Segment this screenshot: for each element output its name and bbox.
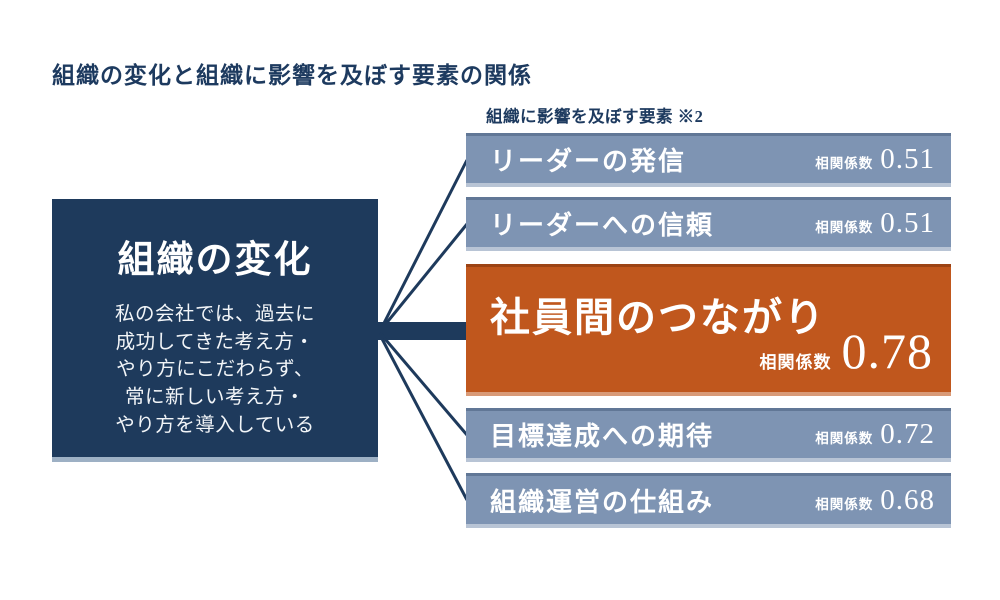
coefficient-group: 相関係数 0.78 — [760, 322, 934, 380]
coefficient-value: 0.51 — [880, 207, 935, 239]
description-line: 成功してきた考え方・ — [115, 331, 315, 353]
coefficient-label: 相関係数 — [759, 353, 832, 372]
organization-change-title: 組織の変化 — [117, 240, 313, 281]
coefficient-group: 相関係数 0.51 — [815, 143, 935, 176]
coefficient-label: 相関係数 — [815, 431, 874, 446]
connector-line-5 — [378, 334, 469, 501]
page-title: 組織の変化と組織に影響を及ぼす要素の関係 — [52, 63, 532, 88]
coefficient-group: 相関係数 0.51 — [815, 207, 935, 240]
coefficient-label: 相関係数 — [815, 496, 874, 512]
coefficient-value: 0.72 — [880, 418, 935, 450]
factors-section-label: 組織に影響を及ぼす要素 ※2 — [486, 107, 704, 126]
coefficient-value: 0.51 — [880, 143, 935, 175]
factor-box-goal-expectation: 目標達成への期待 相関係数 0.72 — [466, 408, 951, 462]
connector-line-2 — [378, 223, 469, 332]
organization-change-box: 組織の変化 私の会社では、過去に 成功してきた考え方・ やり方にこだわらず、 常… — [52, 199, 378, 462]
factor-box-leader-communication: リーダーの発信 相関係数 0.51 — [466, 133, 951, 187]
description-line: 私の会社では、過去に — [114, 304, 315, 325]
factor-box-employee-connection: 社員間のつながり 相関係数 0.78 — [466, 264, 951, 396]
coefficient-label: 相関係数 — [815, 156, 874, 171]
connector-line-4 — [378, 332, 469, 436]
connector-line-1 — [378, 159, 469, 332]
coefficient-value: 0.78 — [841, 323, 933, 379]
factor-box-leader-trust: リーダーへの信頼 相関係数 0.51 — [466, 197, 951, 251]
coefficient-group: 相関係数 0.72 — [815, 418, 935, 451]
organization-change-description: 私の会社では、過去に 成功してきた考え方・ やり方にこだわらず、 常に新しい考え… — [52, 301, 378, 439]
connector-bar-3 — [376, 322, 468, 340]
coefficient-group: 相関係数 0.68 — [815, 484, 935, 517]
description-line: やり方を導入している — [115, 414, 315, 436]
factor-label: 社員間のつながり — [490, 295, 826, 340]
factor-label: リーダーの発信 — [490, 147, 687, 176]
factor-label: 目標達成への期待 — [490, 422, 715, 451]
factor-label: リーダーへの信頼 — [490, 211, 715, 240]
factor-label: 組織運営の仕組み — [490, 487, 715, 517]
factor-box-organization-system: 組織運営の仕組み 相関係数 0.68 — [466, 473, 951, 528]
description-line: やり方にこだわらず、 — [116, 359, 314, 381]
description-line: 常に新しい考え方・ — [124, 387, 305, 409]
coefficient-label: 相関係数 — [815, 220, 874, 235]
coefficient-value: 0.68 — [880, 483, 935, 516]
